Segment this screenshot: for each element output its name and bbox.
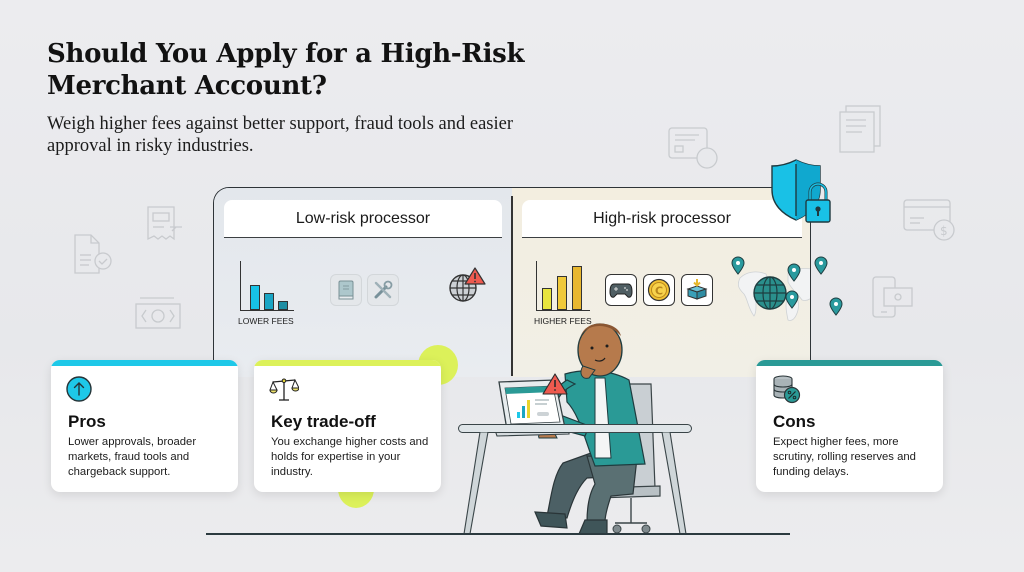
lower-fees-chart: LOWER FEES [238, 261, 298, 326]
credit-card-dollar-icon: $ [903, 199, 955, 241]
coins-percent-icon [773, 375, 801, 404]
chart-label: HIGHER FEES [534, 316, 592, 326]
book-icon [330, 274, 362, 306]
svg-text:C: C [655, 285, 663, 298]
svg-text:$: $ [940, 224, 948, 238]
crypto-coin-icon: C [643, 274, 675, 306]
globe-icon [753, 276, 787, 310]
card-text: Expect higher fees, more scrutiny, rolli… [773, 436, 916, 478]
location-pins-icon [731, 256, 843, 316]
card-text: You exchange higher costs and holds for … [271, 436, 429, 478]
chart-label: LOWER FEES [238, 316, 294, 326]
globe-warning-icon [449, 267, 486, 302]
card-title: Key trade-off [271, 412, 376, 431]
documents-icon [839, 105, 881, 153]
page-subtitle: Weigh higher fees against better support… [47, 114, 513, 156]
shield-lock-icon [771, 159, 831, 223]
fee-bar [264, 293, 274, 310]
card-support-icon [668, 127, 718, 169]
tools-icon [367, 274, 399, 306]
low-risk-header: Low-risk processor [224, 200, 502, 238]
page-title: Should You Apply for a High-Risk Merchan… [47, 39, 525, 101]
pros-card: Pros Lower approvals, broader markets, f… [51, 360, 238, 492]
scales-icon [269, 378, 299, 401]
fee-bar [250, 285, 260, 310]
card-title: Pros [68, 412, 106, 431]
high-risk-panel: High-risk processor HIGHER FEES C [512, 188, 810, 377]
card-accent-bar [51, 360, 238, 366]
comparison-frame: Low-risk processor LOWER FEES [213, 187, 811, 377]
card-accent-bar [756, 360, 943, 366]
desk-legs [463, 432, 687, 535]
fee-bar [572, 266, 582, 310]
high-risk-header: High-risk processor [522, 200, 802, 238]
cons-card: Cons Expect higher fees, more scrutiny, … [756, 360, 943, 492]
package-icon [681, 274, 713, 306]
card-title: Cons [773, 412, 816, 431]
tradeoff-card: Key trade-off You exchange higher costs … [254, 360, 441, 492]
document-check-icon [74, 234, 112, 274]
higher-fees-chart: HIGHER FEES [534, 261, 594, 326]
panel-divider [511, 196, 513, 376]
low-risk-panel: Low-risk processor LOWER FEES [214, 188, 512, 377]
cash-bill-icon [135, 297, 181, 329]
card-accent-bar [254, 360, 441, 366]
arrow-up-circle-icon [66, 376, 92, 402]
ground-line [206, 533, 790, 535]
card-text: Lower approvals, broader markets, fraud … [68, 436, 197, 478]
person-at-desk-illustration [494, 323, 661, 535]
desk-top [458, 424, 692, 433]
receipt-icon [147, 206, 182, 241]
fee-bar [278, 301, 288, 310]
gamepad-icon [605, 274, 637, 306]
fee-bar [542, 288, 552, 310]
mobile-payment-icon [872, 276, 913, 318]
fee-bar [557, 276, 567, 310]
